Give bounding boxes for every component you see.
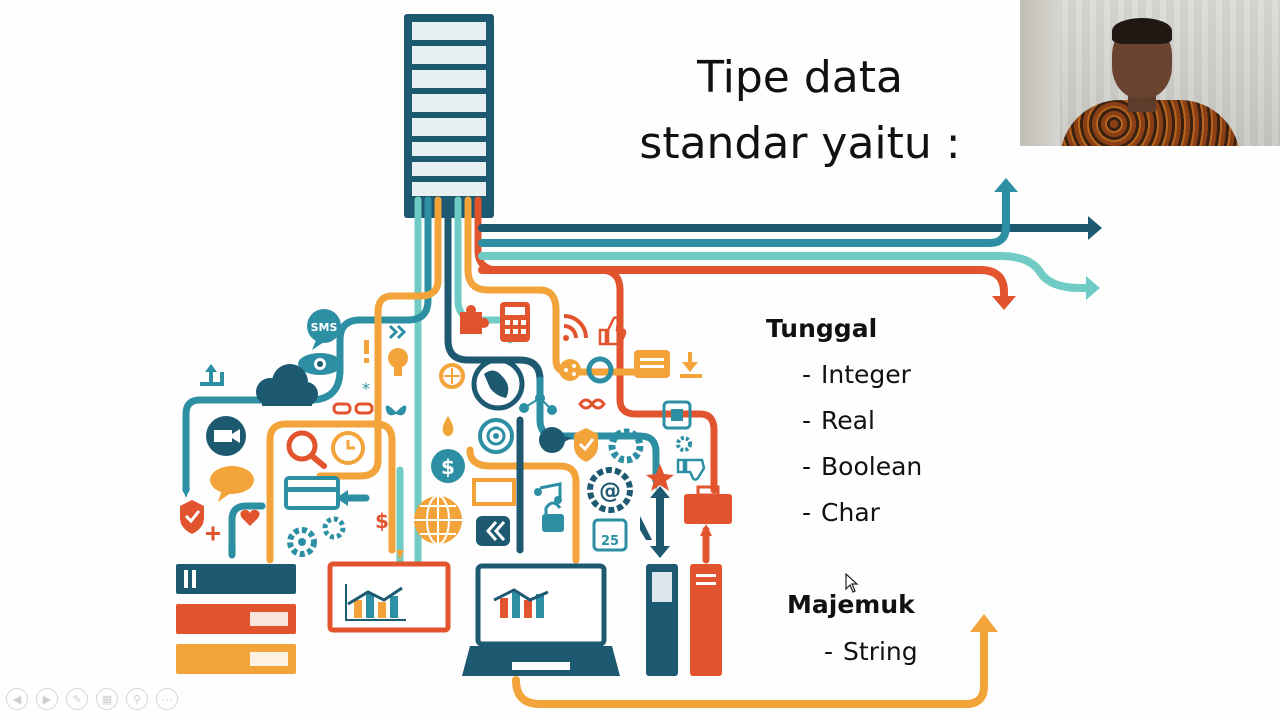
- padlock-icon: [542, 501, 564, 532]
- bullet-dash: -: [824, 637, 834, 666]
- slide-title-line1: Tipe data: [697, 52, 903, 103]
- svg-text:$: $: [375, 509, 389, 533]
- vertical-arrow-icon: [650, 486, 670, 558]
- more-icon[interactable]: ⋯: [156, 688, 178, 710]
- zoom-icon[interactable]: ⚲: [126, 688, 148, 710]
- pc-tower-red-icon: [690, 564, 722, 676]
- webcam-curtain: [1020, 0, 1060, 146]
- list-item: -String: [824, 637, 918, 666]
- gear-icon: [287, 516, 346, 557]
- bullet-dash: -: [802, 360, 812, 389]
- double-chevron-icon: [476, 516, 510, 546]
- slides-icon[interactable]: ▦: [96, 688, 118, 710]
- sms-label: SMS: [311, 321, 338, 334]
- list-item: -Boolean: [802, 452, 922, 481]
- target-icon: [478, 418, 514, 454]
- clock-icon: [331, 431, 365, 465]
- thumbs-up-icon: [598, 316, 627, 346]
- dollar-icon: $: [431, 449, 465, 483]
- puzzle-icon: [460, 305, 489, 334]
- film-strip-icon: [472, 478, 516, 506]
- eye-icon: [298, 353, 342, 375]
- globe-icon: [414, 495, 462, 545]
- droplet-icon: [442, 416, 454, 436]
- shield-check-icon: [180, 500, 204, 534]
- chat-bubble-icon: [210, 466, 254, 502]
- sim-chip-icon: [662, 400, 692, 430]
- presenter-hair: [1112, 18, 1172, 44]
- rack-server-icon: [176, 564, 296, 674]
- shield-icon: [574, 428, 598, 462]
- previous-icon[interactable]: ◀: [6, 688, 28, 710]
- download-icon: [680, 352, 702, 378]
- share-icon: [559, 359, 581, 381]
- sms-icon: SMS: [307, 309, 341, 350]
- dollar-tag-icon: $: [375, 509, 389, 533]
- chart-monitor-icon: [327, 561, 451, 633]
- bird-icon: [539, 427, 572, 453]
- next-icon[interactable]: ▶: [36, 688, 58, 710]
- bullet-dash: -: [802, 498, 812, 527]
- slide-title-line2: standar yaitu :: [639, 118, 961, 169]
- heart-icon: [240, 509, 260, 526]
- calendar-day: 25: [601, 534, 619, 549]
- at-symbol: @: [599, 479, 621, 504]
- plus-icon: [206, 526, 220, 541]
- star-icon: [646, 464, 674, 491]
- pc-tower-blue-icon: [646, 564, 678, 676]
- at-sign-icon: @: [587, 467, 633, 513]
- bullet-dash: -: [802, 406, 812, 435]
- cog-icon: [608, 428, 644, 464]
- exclamation-icon: [364, 340, 369, 363]
- rss-icon: [563, 314, 588, 341]
- server-tower-icon: [404, 14, 494, 218]
- credit-card-icon: [284, 476, 340, 510]
- thumbs-down-icon: [676, 458, 706, 481]
- presenter-toolbar: ◀ ▶ ✎ ▦ ⚲ ⋯: [6, 688, 178, 712]
- list-item-label: Char: [821, 498, 880, 527]
- bullet-dash: -: [802, 452, 812, 481]
- lifebuoy-icon: [586, 356, 614, 384]
- webcam-overlay: [1020, 0, 1280, 146]
- group-heading-majemuk: Majemuk: [787, 590, 915, 619]
- group-heading-tunggal: Tunggal: [766, 314, 878, 343]
- calendar-icon: 25: [592, 518, 628, 552]
- list-item-label: Real: [821, 406, 875, 435]
- cursor-arrow-icon: [640, 516, 652, 540]
- list-item-label: String: [843, 637, 918, 666]
- cloud-icon: [256, 364, 318, 406]
- orange-wheel-icon: [439, 363, 465, 389]
- infinity-icon: [578, 398, 606, 410]
- asterisk-icon: *: [362, 379, 370, 398]
- video-camera-icon: [206, 416, 246, 456]
- share-network-icon: [519, 393, 557, 415]
- calculator-icon: [500, 302, 530, 342]
- music-note-icon: [534, 482, 562, 504]
- pen-icon[interactable]: ✎: [66, 688, 88, 710]
- svg-text:*: *: [362, 379, 370, 398]
- dollar-symbol: $: [441, 455, 455, 479]
- link-icon: [332, 402, 374, 415]
- briefcase-icon: [684, 485, 732, 524]
- chat-lines-icon: [634, 350, 670, 378]
- mouse-cursor-icon: [845, 573, 859, 593]
- small-gear-icon: [676, 436, 692, 452]
- upload-icon: [200, 364, 224, 386]
- butterfly-icon: [385, 405, 407, 416]
- chevrons-right-icon: [388, 324, 407, 340]
- laptop-icon: [462, 563, 620, 676]
- world-globe-icon: [471, 357, 525, 411]
- list-item: -Real: [802, 406, 875, 435]
- list-item: -Char: [802, 498, 880, 527]
- magnifier-icon: [286, 430, 327, 469]
- list-item: -Integer: [802, 360, 911, 389]
- list-item-label: Boolean: [821, 452, 923, 481]
- list-item-label: Integer: [821, 360, 911, 389]
- lightbulb-icon: [388, 348, 408, 376]
